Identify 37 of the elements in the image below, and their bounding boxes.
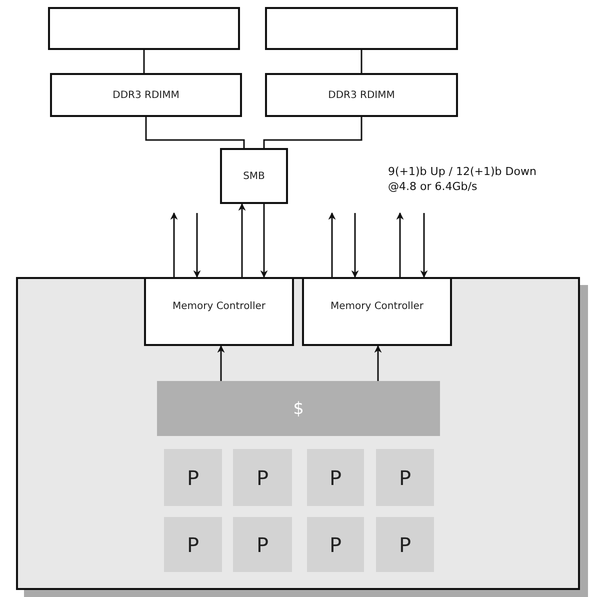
core-label: P (398, 466, 412, 490)
cache-symbol: $ (293, 398, 304, 418)
arrow (396, 212, 404, 277)
rectangle-box (265, 73, 458, 117)
controller-box (144, 277, 294, 346)
arrow (328, 212, 336, 277)
rectangle-box (265, 7, 458, 50)
arrow (170, 212, 178, 277)
rectangle-box (50, 73, 242, 117)
rectangle-box (48, 7, 240, 50)
box-label: Memory Controller (172, 301, 266, 312)
core-label: P (256, 466, 269, 490)
connector-line (143, 50, 145, 73)
controller-box (302, 277, 452, 346)
core-label: P (256, 532, 269, 556)
arrow (238, 203, 246, 277)
arrow (217, 345, 225, 381)
core-label: P (186, 532, 200, 556)
box-label: SMB (243, 170, 265, 182)
arrow (193, 213, 201, 278)
connector-line (360, 50, 362, 73)
core-label: P (186, 466, 200, 490)
connector-line (145, 117, 245, 148)
bandwidth-note: 9(+1)b Up / 12(+1)b Down @4.8 or 6.4Gb/s (388, 164, 538, 194)
box-label: Memory Controller (330, 301, 424, 312)
arrow (374, 345, 382, 381)
arrow (420, 213, 428, 278)
cache-bar (157, 381, 440, 436)
arrow (351, 213, 359, 278)
core-label: P (329, 532, 342, 556)
core-label: P (329, 466, 342, 490)
connector-line (263, 117, 362, 148)
box-label: DDR3 RDIMM (112, 90, 180, 100)
box-label: DDR3 RDIMM (328, 90, 395, 100)
rectangle-box (220, 148, 288, 204)
core-label: P (398, 532, 412, 556)
arrow (260, 204, 268, 278)
